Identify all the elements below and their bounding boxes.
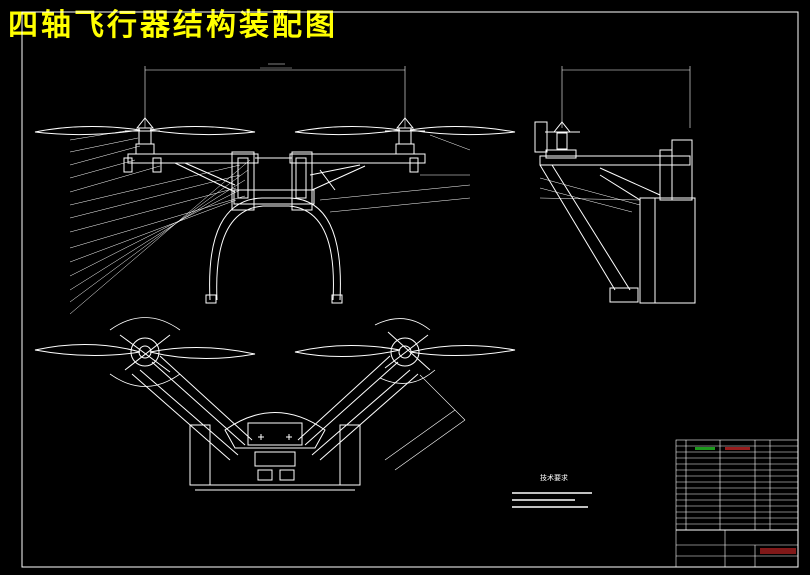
top-left-rotor (130, 337, 160, 367)
top-center-body (224, 412, 326, 449)
right-propeller (294, 125, 401, 136)
part-leader-lines (69, 130, 471, 315)
technical-requirements: 技术要求 (512, 473, 592, 508)
landing-gear (209, 197, 341, 301)
top-left-arm (151, 361, 246, 446)
side-arm (539, 155, 691, 166)
top-view (34, 317, 516, 491)
parts-list-table (675, 439, 799, 568)
top-right-propeller (294, 344, 401, 358)
front-view (34, 63, 516, 315)
center-frame (231, 151, 255, 211)
side-body (639, 197, 696, 304)
top-right-rotor (390, 337, 420, 367)
technical-requirements-heading: 技术要求 (540, 473, 568, 482)
drawing-title: 四轴飞行器结构装配图 (8, 8, 338, 43)
left-propeller (34, 125, 141, 136)
top-left-propeller (34, 343, 141, 357)
right-arm (289, 153, 426, 164)
drawing-frame (21, 11, 799, 568)
side-view (534, 66, 696, 304)
top-right-arm (304, 361, 399, 446)
